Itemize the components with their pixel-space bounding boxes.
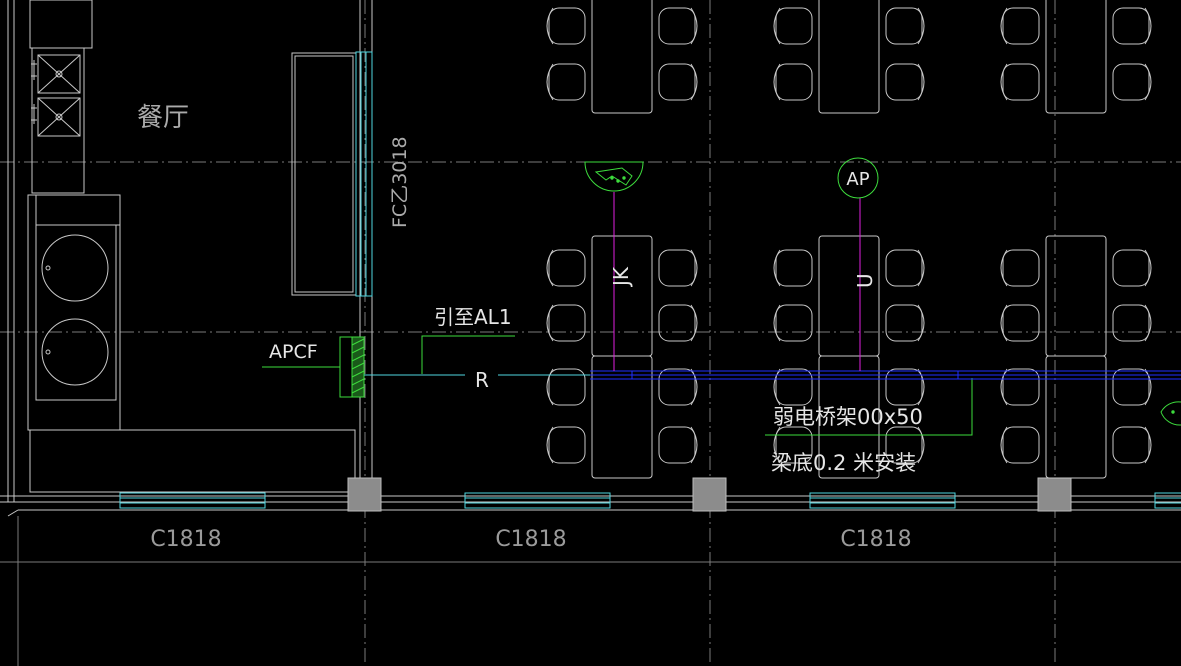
chair	[658, 304, 696, 342]
counter	[291, 52, 357, 296]
chair	[775, 304, 813, 342]
jk-label: JK	[609, 266, 633, 288]
camera-icon[interactable]	[584, 161, 644, 192]
window-label-3: C1818	[840, 527, 911, 552]
chair	[885, 249, 923, 287]
chair	[548, 7, 586, 45]
window-label-2: C1818	[495, 527, 566, 552]
chair	[885, 304, 923, 342]
dining-table	[1045, 355, 1107, 479]
chair	[775, 63, 813, 101]
chair	[548, 63, 586, 101]
r-label: R	[475, 368, 489, 392]
kitchen-equipment	[27, 0, 356, 493]
window-4	[1154, 492, 1181, 509]
column-2	[692, 477, 727, 512]
walls	[0, 0, 1181, 517]
chair	[548, 368, 586, 406]
room-label: 餐厅	[137, 103, 189, 133]
u-label: U	[853, 273, 877, 288]
window-1	[119, 492, 266, 509]
chair	[1002, 7, 1040, 45]
column-3	[1037, 477, 1072, 512]
lead-note: 引至AL1	[434, 305, 512, 329]
chair	[548, 249, 586, 287]
column-1	[347, 477, 382, 512]
chair	[658, 63, 696, 101]
sink-2-icon	[37, 97, 81, 137]
chair	[885, 63, 923, 101]
chair	[548, 304, 586, 342]
dining-table	[818, 0, 880, 114]
window-2	[464, 492, 611, 509]
chair	[1112, 63, 1150, 101]
sink-1-icon	[37, 54, 81, 94]
chair	[658, 368, 696, 406]
chair	[1112, 304, 1150, 342]
chair	[1002, 304, 1040, 342]
chair	[775, 249, 813, 287]
dining-table	[818, 235, 880, 357]
panel-apcf[interactable]	[262, 336, 365, 398]
chair	[775, 7, 813, 45]
chair	[1002, 426, 1040, 464]
columns	[347, 477, 1072, 512]
leader-lines	[421, 335, 973, 436]
dining-table	[591, 0, 653, 114]
chair	[1002, 63, 1040, 101]
dining-table	[1045, 0, 1107, 114]
pot-2-icon	[41, 318, 109, 386]
pot-1-icon	[41, 234, 109, 302]
panel-label: APCF	[269, 341, 318, 363]
chair	[1002, 249, 1040, 287]
chair	[1112, 368, 1150, 406]
chair	[885, 426, 923, 464]
chair	[658, 7, 696, 45]
dining-table	[818, 355, 880, 479]
chair	[548, 426, 586, 464]
window-label-1: C1818	[150, 527, 221, 552]
dining-table	[591, 355, 653, 479]
ap-icon[interactable]: AP	[837, 157, 879, 199]
chair	[1112, 7, 1150, 45]
chair	[658, 426, 696, 464]
chair	[1112, 249, 1150, 287]
dining-table	[591, 235, 653, 357]
chair	[658, 249, 696, 287]
fire-shutter	[355, 51, 373, 297]
tray-note-line1: 弱电桥架00x50	[773, 405, 923, 429]
cable-tray[interactable]	[590, 370, 1181, 380]
chair	[775, 368, 813, 406]
chair	[775, 426, 813, 464]
chair	[1112, 426, 1150, 464]
chair	[1002, 368, 1040, 406]
windows	[119, 492, 1181, 509]
chair	[885, 7, 923, 45]
camera-partial-icon	[1160, 401, 1181, 426]
fc-label: FC乙3018	[389, 136, 411, 228]
drop-lines	[613, 192, 861, 371]
chair	[885, 368, 923, 406]
dining-furniture	[546, 0, 1152, 479]
tray-note-line2: 梁底0.2 米安装	[771, 451, 916, 475]
ap-label: AP	[846, 169, 869, 190]
window-3	[809, 492, 956, 509]
